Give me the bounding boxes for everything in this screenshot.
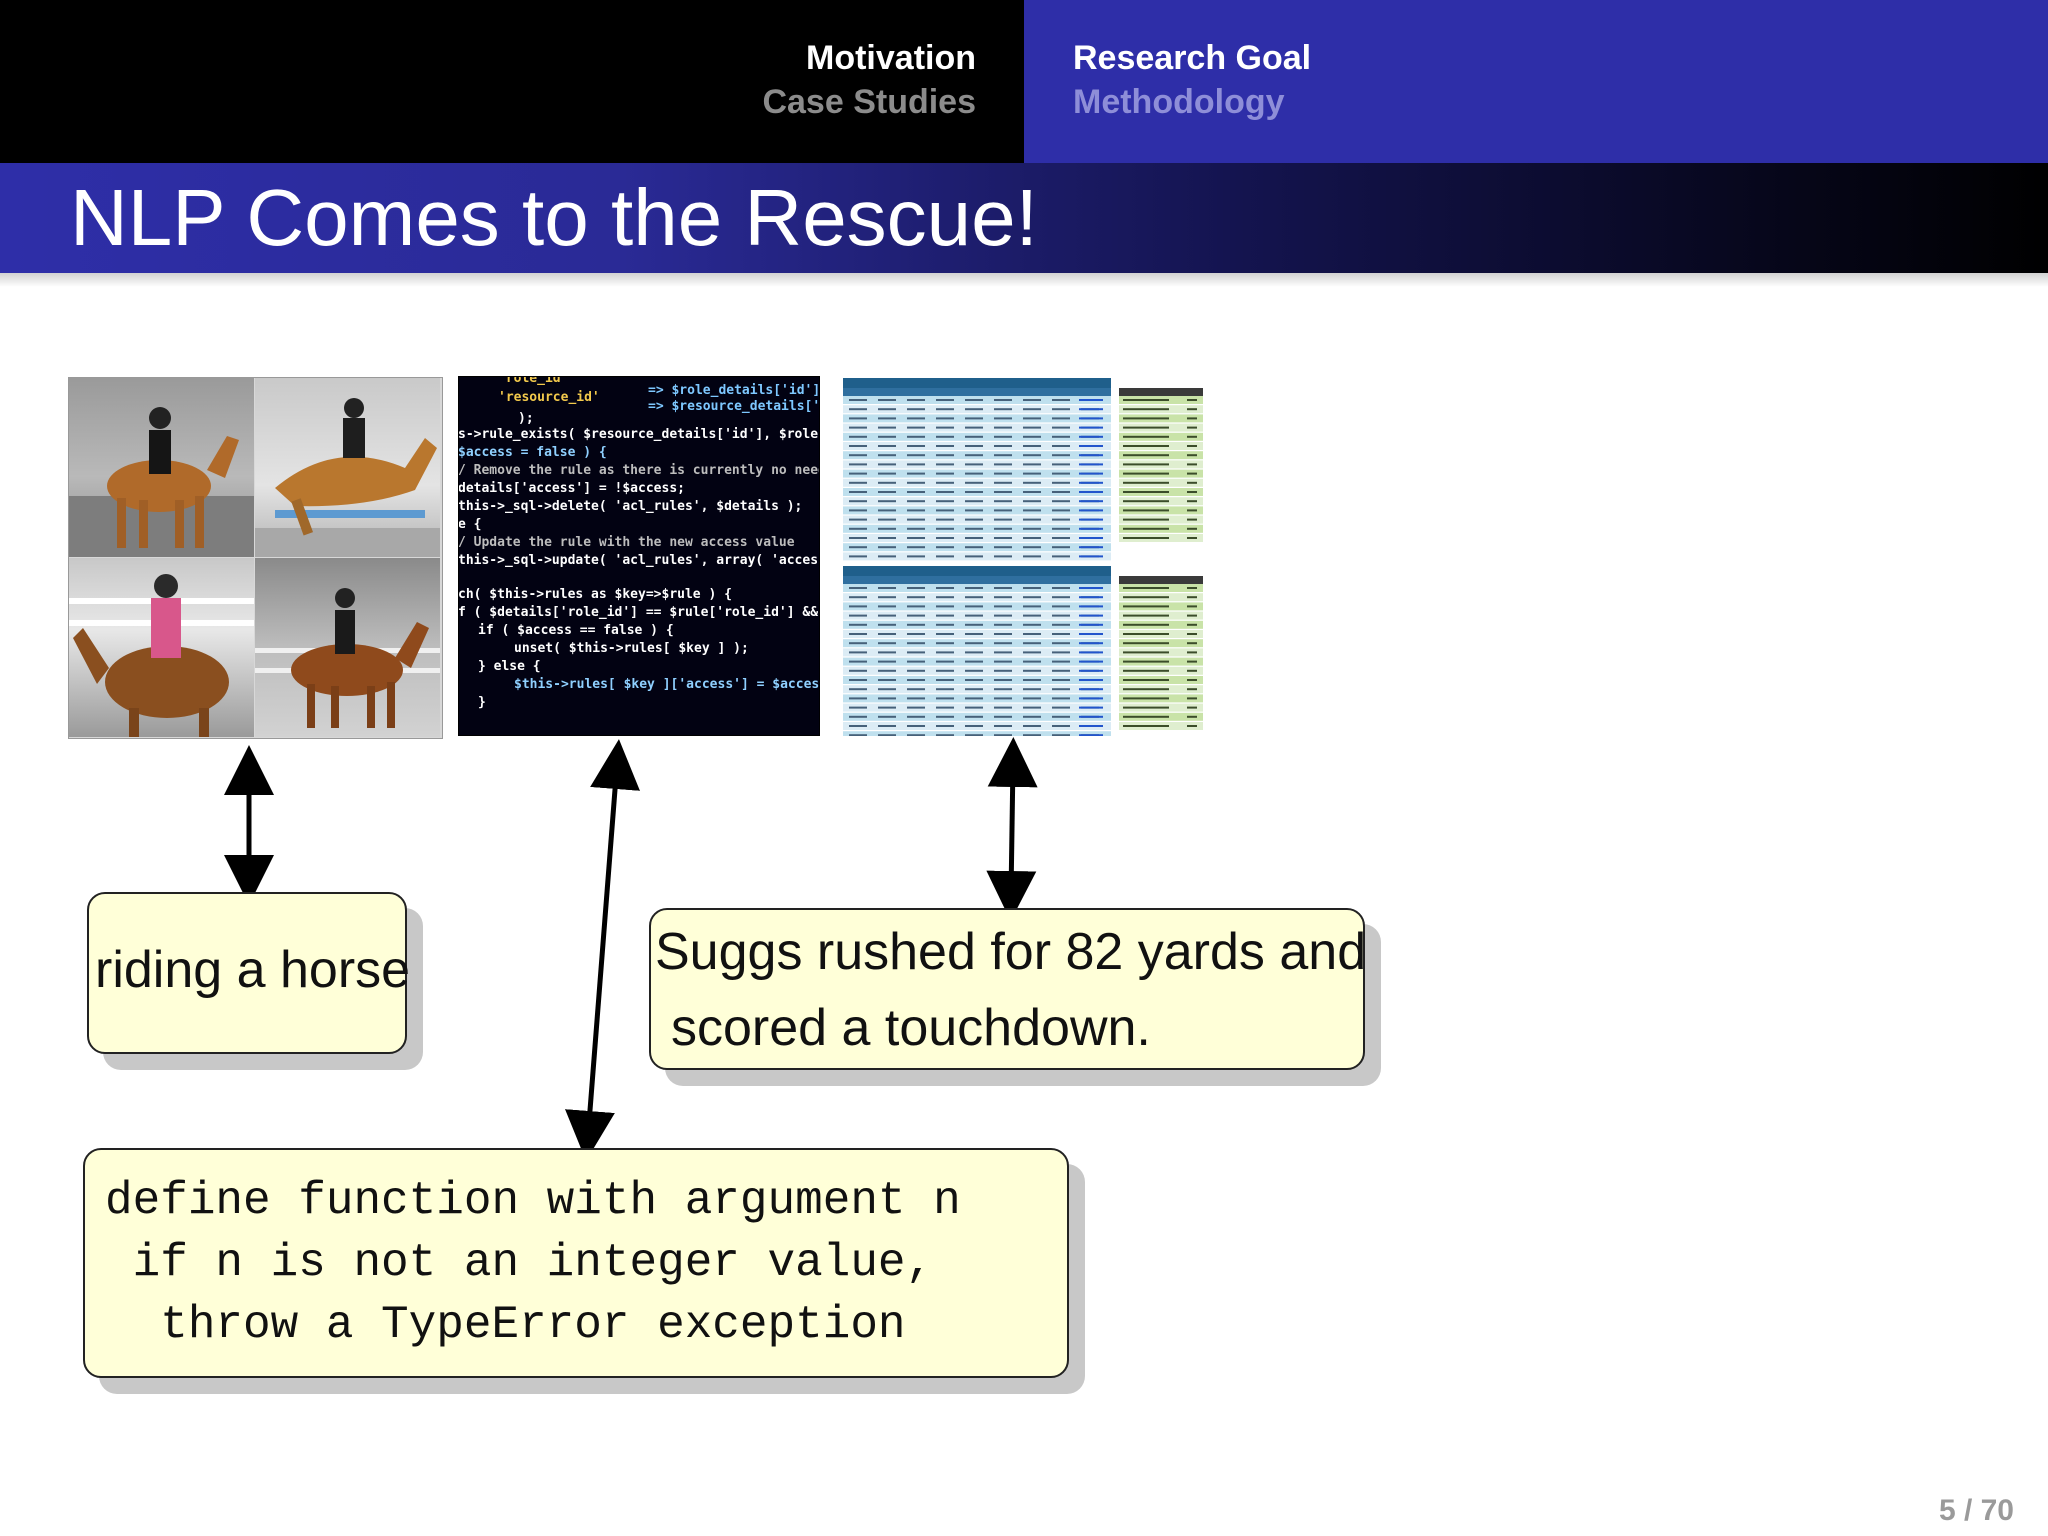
football-stats-table-screenshot (843, 376, 1203, 736)
svg-text:$access = false ) {: $access = false ) { (458, 445, 607, 460)
suggs-caption-line2: scored a touchdown. (671, 999, 1151, 1057)
code-description-box: define function with argument n if n is … (83, 1148, 1069, 1378)
svg-text:=> $resource_details[': => $resource_details[' (648, 399, 820, 414)
svg-text:f ( $details['role_id'] == $ru: f ( $details['role_id'] == $rule['role_i… (458, 605, 818, 620)
code-arrow (565, 739, 640, 1161)
horse-caption-box: riding a horse (87, 892, 411, 1054)
suggs-caption-line1: Suggs rushed for 82 yards and (655, 923, 1367, 981)
nav-right-panel: Research Goal Methodology (1024, 0, 2048, 163)
svg-text:/ Update the rule with the new: / Update the rule with the new access va… (458, 535, 795, 550)
svg-text:'role_id': 'role_id' (498, 376, 568, 386)
nav-left-panel: Motivation Case Studies (0, 0, 1024, 163)
svg-text:} else {: } else { (478, 659, 541, 674)
horse-caption: riding a horse (95, 941, 411, 999)
code-description-line1: define function with argument n (105, 1175, 961, 1227)
source-code-graphic: 'role_id' 'resource_id' => $role_details… (458, 376, 820, 736)
svg-text:e {: e { (458, 517, 481, 532)
horse-photo-3 (69, 558, 254, 737)
nav-link-motivation[interactable]: Motivation (806, 39, 976, 77)
nav-section-right: Research Goal Methodology (1073, 36, 1311, 124)
svg-text:ch( $this->rules as $key=>$rul: ch( $this->rules as $key=>$rule ) { (458, 587, 732, 602)
svg-text:unset( $this->rules[ $key ] );: unset( $this->rules[ $key ] ); (514, 641, 749, 656)
svg-text:}: } (478, 695, 486, 710)
svg-text:details['access'] = !$access;: details['access'] = !$access; (458, 481, 685, 496)
source-code-screenshot: 'role_id' 'resource_id' => $role_details… (458, 376, 820, 736)
title-shadow (0, 273, 2048, 287)
horse-riding-photo-collage (68, 377, 443, 739)
svg-text:this->_sql->update( 'acl_rules: this->_sql->update( 'acl_rules', array( … (458, 553, 820, 568)
page-number: 5 / 70 (1938, 1494, 2014, 1527)
horse-photo-2 (255, 378, 440, 557)
table-arrow (986, 737, 1038, 921)
code-description-line2: if n is not an integer value, (105, 1237, 934, 1289)
nav-link-research-goal[interactable]: Research Goal (1073, 39, 1312, 77)
stats-table-graphic (843, 378, 1203, 736)
svg-text:if ( $access == false ) {: if ( $access == false ) { (478, 623, 674, 638)
nav-link-case-studies[interactable]: Case Studies (762, 83, 976, 121)
horse-photo-4 (255, 558, 440, 737)
title-bar (0, 163, 2048, 273)
svg-text:);: ); (518, 411, 534, 426)
svg-text:/ Remove the rule as there is: / Remove the rule as there is currently … (458, 463, 820, 478)
svg-text:s->rule_exists( $resource_deta: s->rule_exists( $resource_details['id'],… (458, 427, 818, 442)
svg-text:=> $role_details['id'],: => $role_details['id'], (648, 383, 820, 398)
code-description-line3: throw a TypeError exception (105, 1299, 906, 1351)
svg-text:'resource_id': 'resource_id' (498, 390, 600, 405)
suggs-caption-box: Suggs rushed for 82 yards and scored a t… (649, 908, 1367, 1070)
nav-section-left: Motivation Case Studies (762, 36, 976, 124)
svg-text:$this->rules[ $key ]['access']: $this->rules[ $key ]['access'] = $access (514, 677, 820, 692)
slide-title: NLP Comes to the Rescue! (70, 173, 1038, 262)
nav-link-methodology[interactable]: Methodology (1073, 83, 1285, 121)
svg-text:this->_sql->delete( 'acl_rules: this->_sql->delete( 'acl_rules', $detail… (458, 499, 802, 514)
horse-photo-1 (69, 378, 254, 557)
